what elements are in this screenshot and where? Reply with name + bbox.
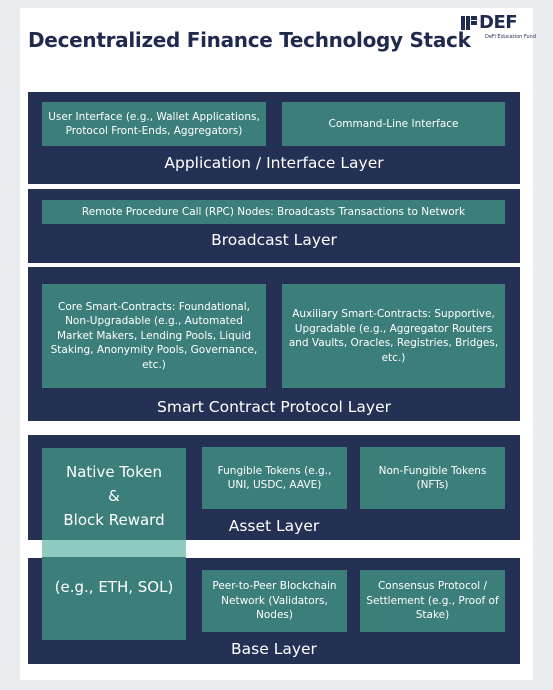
base-layer-label: Base Layer: [231, 640, 317, 658]
rpc-nodes-box: Remote Procedure Call (RPC) Nodes: Broad…: [42, 200, 505, 224]
core-smart-contracts-box: Core Smart-Contracts: Foundational, Non-…: [42, 284, 266, 388]
native-token-line2: &: [108, 487, 120, 505]
native-token-band: [42, 540, 186, 557]
native-token-box: Native Token & Block Reward (e.g., ETH, …: [42, 448, 186, 640]
page-title: Decentralized Finance Technology Stack: [28, 28, 471, 52]
native-token-example: (e.g., ETH, SOL): [54, 578, 174, 596]
def-logo: DEF DeFi Education Fund: [461, 12, 536, 46]
non-fungible-tokens-box: Non-Fungible Tokens (NFTs): [360, 447, 505, 509]
fungible-tokens-box: Fungible Tokens (e.g., UNI, USDC, AAVE): [202, 447, 347, 509]
smart-contract-layer: Core Smart-Contracts: Foundational, Non-…: [28, 267, 520, 421]
native-token-line3: Block Reward: [63, 511, 165, 529]
native-token-line1: Native Token: [65, 463, 162, 481]
application-layer-label: Application / Interface Layer: [164, 154, 384, 172]
smart-contract-layer-label: Smart Contract Protocol Layer: [156, 398, 392, 416]
auxiliary-smart-contracts-box: Auxiliary Smart-Contracts: Supportive, U…: [282, 284, 505, 388]
user-interface-box: User Interface (e.g., Wallet Application…: [42, 102, 266, 146]
peer-to-peer-network-box: Peer-to-Peer Blockchain Network (Validat…: [202, 570, 347, 632]
application-layer: User Interface (e.g., Wallet Application…: [28, 92, 520, 184]
asset-layer-label: Asset Layer: [228, 517, 320, 535]
native-token-title: Native Token & Block Reward: [42, 460, 186, 532]
logo-text: DEF: [479, 12, 518, 33]
broadcast-layer: Remote Procedure Call (RPC) Nodes: Broad…: [28, 189, 520, 263]
logo-icon: [461, 16, 477, 30]
infographic: Decentralized Finance Technology Stack D…: [20, 8, 536, 680]
broadcast-layer-label: Broadcast Layer: [211, 231, 337, 249]
logo-subtext: DeFi Education Fund: [485, 34, 537, 40]
consensus-protocol-box: Consensus Protocol / Settlement (e.g., P…: [360, 570, 505, 632]
command-line-interface-box: Command-Line Interface: [282, 102, 505, 146]
